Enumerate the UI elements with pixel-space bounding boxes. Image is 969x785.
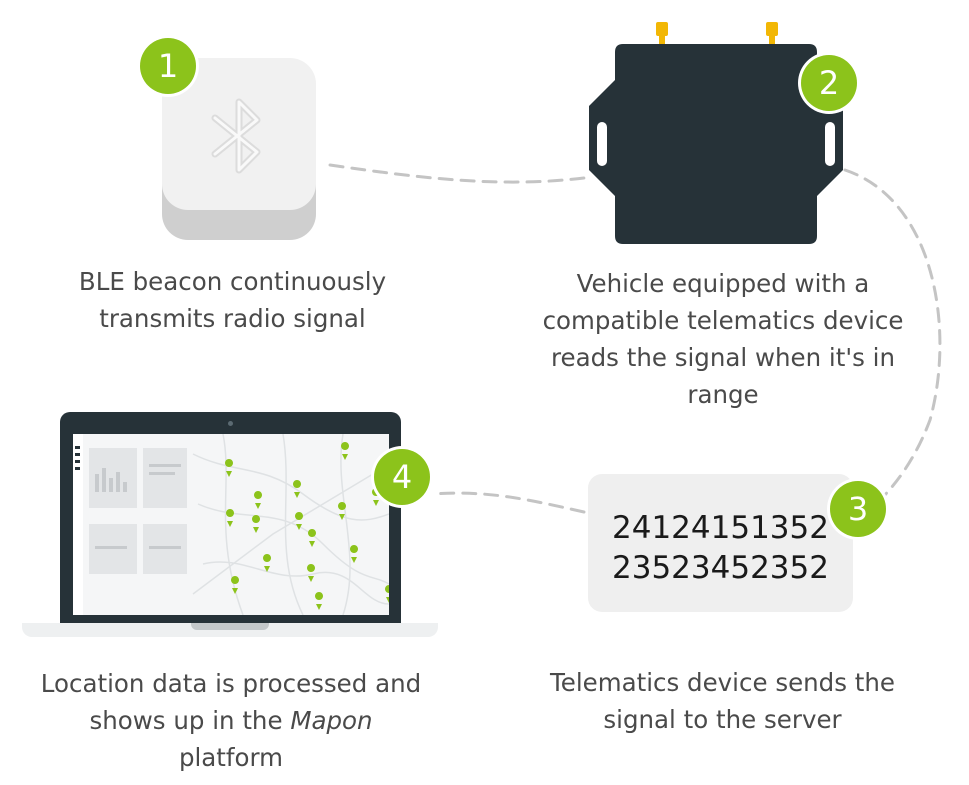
map-pin-icon xyxy=(225,442,389,610)
server-data-box: 24124151352 23523452352 xyxy=(588,474,853,612)
map-roads xyxy=(192,434,389,615)
laptop xyxy=(22,412,438,637)
laptop-base xyxy=(22,623,438,637)
step-1-caption: BLE beacon continuously transmits radio … xyxy=(78,267,387,333)
step-2-caption: Vehicle equipped with a compatible telem… xyxy=(542,269,904,409)
antenna-left xyxy=(656,22,668,36)
server-number-1: 24124151352 xyxy=(612,510,829,546)
step-badge-2: 2 xyxy=(801,55,857,111)
server-number-2: 23523452352 xyxy=(612,550,829,586)
device-body xyxy=(589,44,843,244)
step-badge-1: 1 xyxy=(140,38,196,94)
ble-beacon xyxy=(162,58,316,240)
laptop-notch xyxy=(191,623,269,630)
telematics-device xyxy=(589,22,843,244)
brand-name: Mapon xyxy=(290,706,373,735)
connector-3-4 xyxy=(430,491,586,514)
platform-screen xyxy=(73,434,389,615)
webcam xyxy=(228,421,233,426)
caption-line-prefix: shows up in the xyxy=(89,706,291,735)
menu-icon xyxy=(75,446,80,470)
step-badge-3: 3 xyxy=(830,481,886,537)
step-3-caption: Telematics device sends the signal to th… xyxy=(549,668,895,734)
step-badge-4: 4 xyxy=(374,449,430,505)
connector-2-3 xyxy=(843,168,942,502)
mount-slot-left xyxy=(597,122,607,166)
connector-1-2 xyxy=(328,163,586,184)
platform-map xyxy=(73,434,389,615)
mount-slot-right xyxy=(825,122,835,166)
antenna-right xyxy=(766,22,778,36)
bluetooth-icon xyxy=(211,98,261,174)
step-4-caption: Location data is processed and shows up … xyxy=(40,669,422,772)
